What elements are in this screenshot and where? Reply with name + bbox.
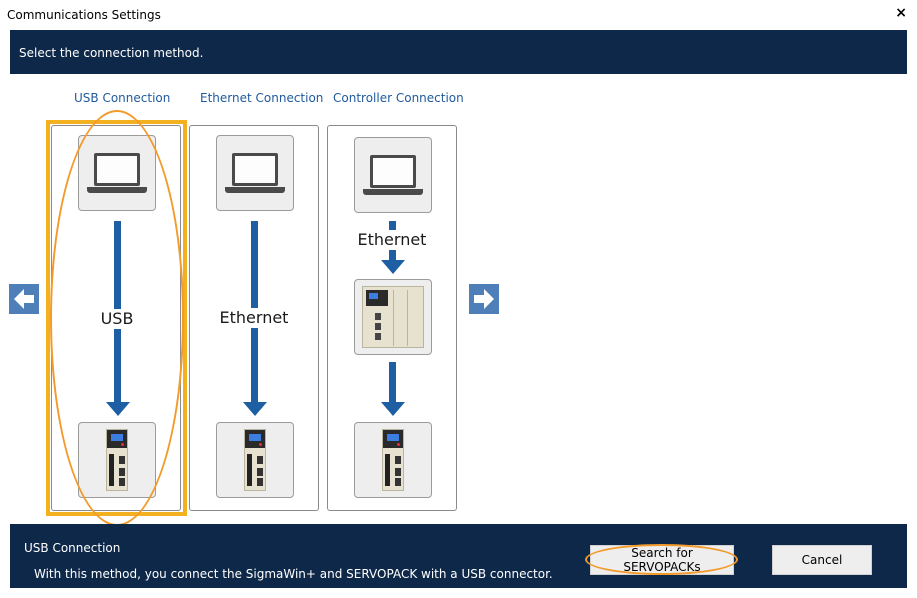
controller-connection-panel[interactable]: Ethernet [327, 125, 457, 511]
method-title: USB Connection [24, 541, 121, 555]
laptop-icon [225, 151, 285, 195]
window-title: Communications Settings [7, 8, 161, 22]
search-servopacks-button[interactable]: Search for SERVOPACKs [590, 545, 734, 575]
arrow-down-icon [381, 260, 405, 274]
tab-controller-connection[interactable]: Controller Connection [333, 91, 464, 105]
servopack-device [354, 422, 432, 498]
controller-icon [362, 286, 424, 348]
selected-panel-frame [46, 120, 187, 516]
arrow-left-icon[interactable] [9, 284, 39, 314]
laptop-icon [87, 151, 147, 195]
arrow-down-icon [106, 402, 130, 416]
method-description: With this method, you connect the SigmaW… [34, 567, 553, 581]
instruction-banner: Select the connection method. [10, 30, 907, 74]
arrow-down-icon [381, 402, 405, 416]
instruction-text: Select the connection method. [19, 46, 204, 60]
servopack-icon [382, 429, 404, 491]
laptop-icon [363, 153, 423, 197]
ethernet-link-label: Ethernet [212, 308, 296, 328]
ethernet-connection-panel[interactable]: Ethernet [189, 125, 319, 511]
arrow-down-icon [243, 402, 267, 416]
close-icon[interactable]: × [895, 5, 907, 21]
title-bar: Communications Settings × [0, 0, 917, 30]
tab-ethernet-connection[interactable]: Ethernet Connection [200, 91, 324, 105]
controller-link-label: Ethernet [350, 230, 434, 250]
description-panel: USB Connection With this method, you con… [10, 524, 907, 588]
servopack-icon [244, 429, 266, 491]
usb-link-label: USB [76, 309, 158, 329]
servopack-device [78, 422, 156, 498]
servopack-icon [106, 429, 128, 491]
usb-connection-panel[interactable]: USB [51, 125, 181, 511]
tab-usb-connection[interactable]: USB Connection [74, 91, 171, 105]
pc-device [78, 135, 156, 211]
cancel-button[interactable]: Cancel [772, 545, 872, 575]
controller-device [354, 279, 432, 355]
arrow-right-icon[interactable] [469, 284, 499, 314]
pc-device [216, 135, 294, 211]
pc-device [354, 137, 432, 213]
servopack-device [216, 422, 294, 498]
